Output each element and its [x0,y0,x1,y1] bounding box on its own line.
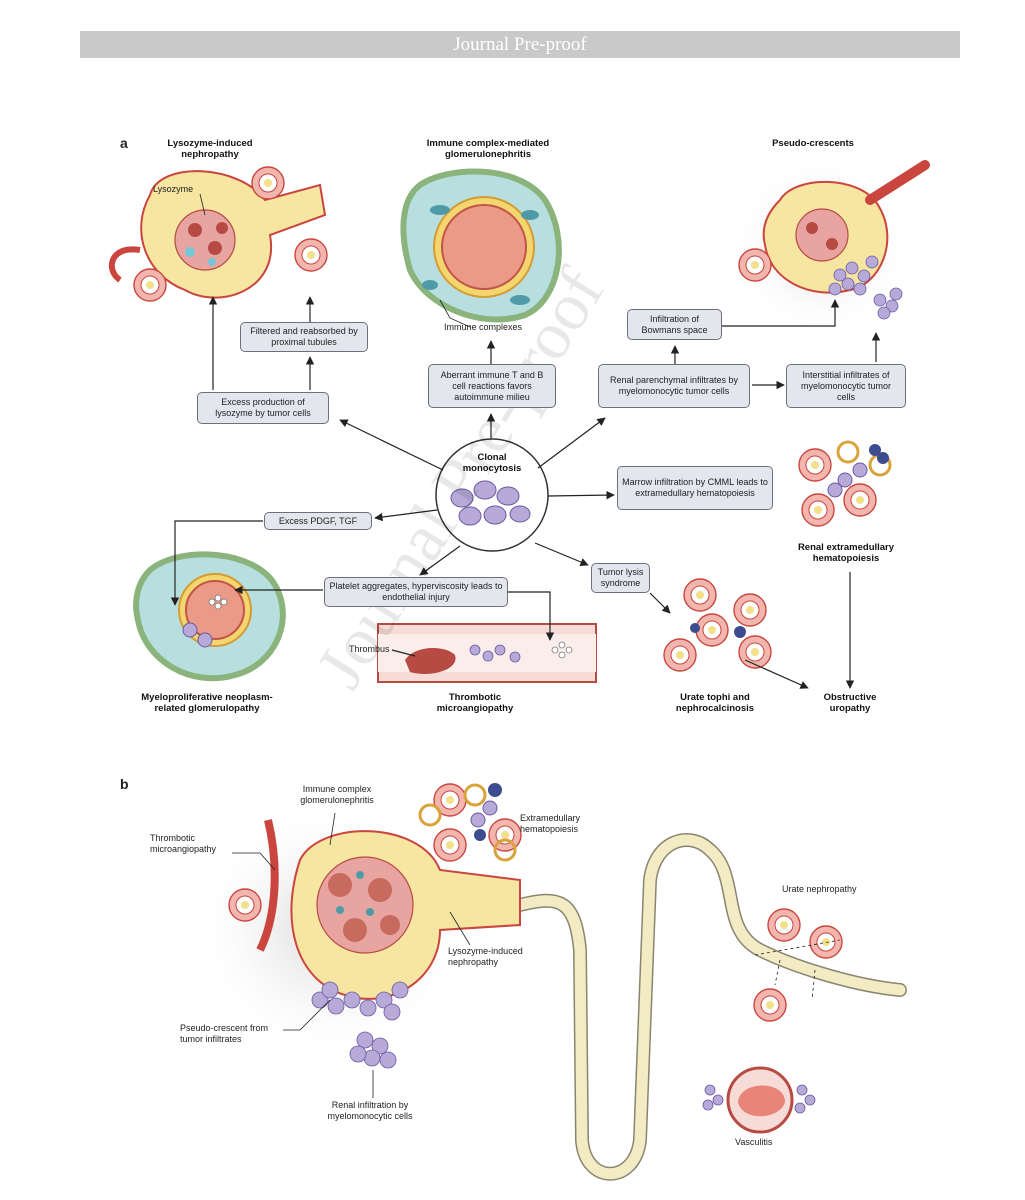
mpn-glomerulus-illustration [133,551,286,682]
label-b-emh: Extramedullary hematopoiesis [520,813,581,834]
panel-a-arrows [170,296,881,689]
box-platelet: Platelet aggregates, hyperviscosity lead… [324,577,508,607]
renal-emh-illustration [798,440,892,527]
title-immune: Immune complex-mediated glomerulonephrit… [426,138,550,160]
label-immune-complexes: Immune complexes [444,322,523,332]
label-b-lysozyme: Lysozyme-induced nephropathy [448,946,523,967]
journal-banner: Journal Pre-proof [80,31,960,58]
box-pdgf: Excess PDGF, TGF [264,512,372,530]
pseudo-crescent-illustration [738,160,930,320]
urate-tubules-b-illustration [753,908,843,1022]
panel-a-label: a [120,135,128,151]
box-tumor-lysis: Tumor lysis syndrome [591,563,650,593]
panel-b-leaders [232,812,471,1098]
title-pseudo: Pseudo-crescents [772,138,854,149]
box-renal-parenchymal: Renal parenchymal infiltrates by myelomo… [598,364,750,408]
clonal-monocytosis-illustration [435,438,549,552]
title-mpn: Myeloproliferative neoplasm-related glom… [141,692,273,714]
label-b-urate: Urate nephropathy [782,884,857,894]
vasculitis-illustration [702,1066,816,1134]
emh-cluster-b-illustration [418,783,522,862]
box-aberrant: Aberrant immune T and B cell reactions f… [428,364,556,408]
thrombotic-vessel-illustration [377,623,597,683]
box-excess-lysozyme: Excess production of lysozyme by tumor c… [197,392,329,424]
title-lysozyme: Lysozyme-induced nephropathy [167,138,253,160]
title-clonal: Clonal monocytosis [462,452,522,474]
box-infiltration-bowman: Infiltration of Bowmans space [627,309,722,340]
box-filtered: Filtered and reabsorbed by proximal tubu… [240,322,368,352]
label-b-pseudo: Pseudo-crescent from tumor infiltrates [180,1023,269,1044]
panel-b-label: b [120,776,129,792]
label-lysozyme: Lysozyme [153,184,194,194]
title-tma: Thrombotic microangiopathy [436,692,514,714]
title-obstructive: Obstructive uropathy [823,692,877,714]
title-renal-emh: Renal extramedullary hematopoiesis [797,542,895,564]
box-interstitial: Interstitial infiltrates of myelomonocyt… [786,364,906,408]
label-b-immune: Immune complex glomerulonephritis [300,784,374,805]
nephron-tubule-illustration [513,833,907,1181]
label-b-renal-infiltration: Renal infiltration by myelomonocytic cel… [327,1100,413,1121]
box-marrow: Marrow infiltration by CMML leads to ext… [617,466,773,510]
urate-tophi-illustration [663,578,772,672]
label-b-tma: Thrombotic microangiopathy [150,833,217,854]
label-thrombus: Thrombus [349,644,390,654]
glomerulus-b-illustration [228,819,521,1069]
title-urate: Urate tophi and nephrocalcinosis [675,692,755,714]
label-b-vasculitis: Vasculitis [735,1137,773,1147]
immune-complex-glomerulus-illustration [400,168,562,323]
lysozyme-glomerulus-illustration [108,166,328,302]
